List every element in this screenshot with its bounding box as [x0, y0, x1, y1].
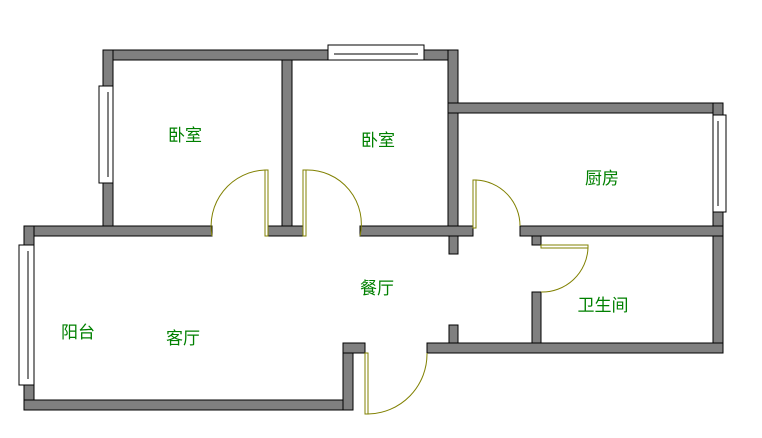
- window-kitchen: [712, 114, 727, 213]
- door-bedroom2[interactable]: [302, 169, 307, 237]
- wall-bottom-b: [426, 342, 724, 354]
- window-balcony: [18, 244, 35, 386]
- wall-mid-2: [267, 225, 304, 237]
- window-bedroom2: [327, 44, 425, 61]
- door-bathroom[interactable]: [540, 244, 589, 249]
- label-balcony: 阳台: [61, 323, 95, 343]
- door-bedroom1[interactable]: [264, 169, 269, 237]
- room-labels: 卧室 卧室 厨房 餐厅 卫生间 阳台 客厅: [61, 126, 629, 349]
- wall-kitchen-top: [447, 102, 724, 114]
- wall-mid-3: [359, 225, 474, 237]
- label-living: 客厅: [166, 329, 200, 349]
- label-dining: 餐厅: [360, 279, 394, 299]
- wall-bedroom2-right: [447, 49, 459, 237]
- wall-bottom-a: [342, 342, 366, 354]
- wall-stub-lower: [448, 324, 459, 346]
- window-bedroom1: [98, 85, 114, 184]
- label-kitchen: 厨房: [585, 169, 619, 189]
- wall-bath-stub: [531, 235, 542, 246]
- wall-bath-left: [531, 291, 542, 346]
- walls: [23, 49, 724, 411]
- label-bedroom-1: 卧室: [168, 126, 202, 146]
- label-bedroom-2: 卧室: [361, 131, 395, 151]
- label-bathroom: 卫生间: [578, 296, 629, 316]
- wall-mid-4: [519, 225, 724, 237]
- doors: [210, 169, 589, 415]
- door-kitchen[interactable]: [472, 179, 477, 229]
- windows: [18, 44, 727, 386]
- wall-bedroom-divider: [281, 59, 293, 237]
- wall-bottom-living: [23, 399, 354, 411]
- wall-mid-1: [23, 225, 213, 237]
- wall-stub-upper: [448, 235, 459, 255]
- door-entrance[interactable]: [364, 352, 369, 415]
